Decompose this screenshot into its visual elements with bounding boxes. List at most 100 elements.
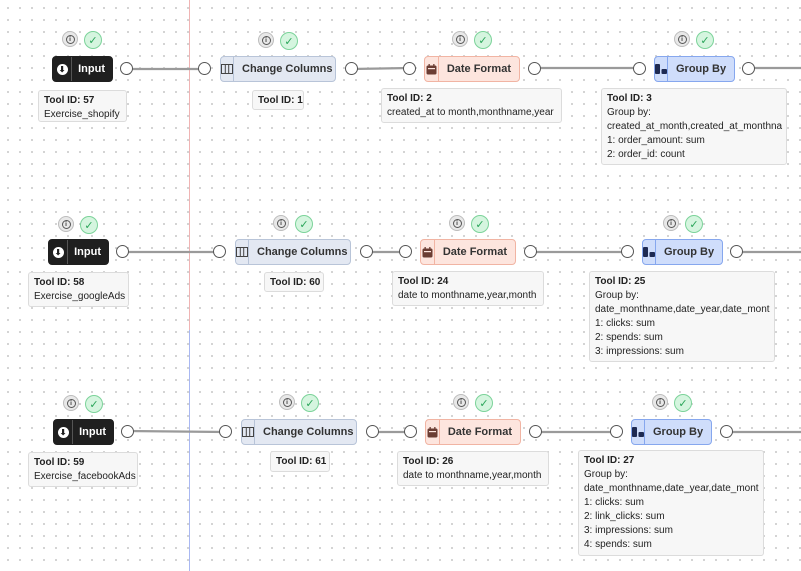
date-format-output-port[interactable] <box>524 245 537 258</box>
group-by-output-port[interactable] <box>720 425 733 438</box>
info-icon[interactable]: i <box>652 394 668 410</box>
change-columns-input-port[interactable] <box>213 245 226 258</box>
info-icon[interactable]: i <box>449 215 465 231</box>
tool-info-line: 2: order_id: count <box>607 149 685 160</box>
input-status: i ✓ <box>58 216 98 234</box>
date-format-output-port[interactable] <box>528 62 541 75</box>
tool-info-line: 3: impressions: sum <box>595 346 684 357</box>
date-format-input-port[interactable] <box>403 62 416 75</box>
canvas-guide-line-blue <box>189 330 190 571</box>
tool-info-lines: created_at to month,monthname,year <box>387 106 556 120</box>
calendar-icon <box>421 240 434 264</box>
tool-info-line: 1: clicks: sum <box>584 497 645 508</box>
tool-info-line: 2: link_clicks: sum <box>584 511 665 522</box>
group-by-input-port[interactable] <box>633 62 646 75</box>
info-icon[interactable]: i <box>273 215 289 231</box>
tool-info-line: Group by: <box>607 107 651 118</box>
tool-info-box: Tool ID: 60 <box>264 272 324 292</box>
check-icon: ✓ <box>685 215 703 233</box>
group-by-output-port[interactable] <box>742 62 755 75</box>
info-icon[interactable]: i <box>452 31 468 47</box>
change-columns-output-port[interactable] <box>345 62 358 75</box>
check-icon: ✓ <box>85 395 103 413</box>
input-node[interactable]: ⬇ Input <box>52 56 113 82</box>
info-icon[interactable]: i <box>63 395 79 411</box>
check-icon: ✓ <box>295 215 313 233</box>
connection-edge <box>126 429 226 434</box>
check-icon: ✓ <box>84 31 102 49</box>
date-format-node[interactable]: Date Format <box>424 56 520 82</box>
tool-info-line: date_monthname,date_year,date_mont <box>595 304 770 315</box>
tool-info-lines: date to monthname,year,month <box>403 469 543 483</box>
tool-info-box: Tool ID: 59 Exercise_facebookAds <box>28 452 138 487</box>
change-columns-node[interactable]: Change Columns <box>220 56 336 82</box>
input-output-port[interactable] <box>121 425 134 438</box>
input-output-port[interactable] <box>120 62 133 75</box>
date-format-input-port[interactable] <box>404 425 417 438</box>
info-icon[interactable]: i <box>279 394 295 410</box>
change-columns-output-port[interactable] <box>366 425 379 438</box>
tool-info-box: Tool ID: 24 date to monthname,year,month <box>392 271 544 306</box>
date-format-node[interactable]: Date Format <box>420 239 516 265</box>
tool-info-box: Tool ID: 25 Group by:date_monthname,date… <box>589 271 775 362</box>
date-format-input-port[interactable] <box>399 245 412 258</box>
tool-info-lines: date to monthname,year,month <box>398 289 538 303</box>
change-columns-node[interactable]: Change Columns <box>241 419 357 445</box>
tool-info-line: 1: clicks: sum <box>595 318 656 329</box>
check-icon: ✓ <box>474 31 492 49</box>
calendar-icon <box>426 420 439 444</box>
tool-info-box: Tool ID: 61 <box>270 451 330 472</box>
info-icon[interactable]: i <box>453 394 469 410</box>
check-icon: ✓ <box>80 216 98 234</box>
tool-info-line: date to monthname,year,month <box>398 290 537 301</box>
group-by-status: i ✓ <box>663 215 703 233</box>
tool-info-lines: Group by: date_monthname,date_year,date_m… <box>584 468 759 552</box>
date-format-output-port[interactable] <box>529 425 542 438</box>
input-node[interactable]: ⬇ Input <box>53 419 114 445</box>
tool-info-line: 3: impressions: sum <box>584 525 673 536</box>
tool-info-line: date to monthname,year,month <box>403 470 542 481</box>
group-by-status: i ✓ <box>652 394 692 412</box>
group-by-input-port[interactable] <box>621 245 634 258</box>
tool-info-line: 1: order_amount: sum <box>607 135 705 146</box>
group-by-node[interactable]: Group By <box>642 239 723 265</box>
connection-edge <box>350 66 410 71</box>
canvas-guide-line <box>189 0 190 330</box>
info-icon[interactable]: i <box>674 31 690 47</box>
download-circle-icon: ⬇ <box>49 240 67 264</box>
info-icon[interactable]: i <box>58 216 74 232</box>
tool-info-line: Group by: <box>595 290 639 301</box>
change-columns-input-port[interactable] <box>219 425 232 438</box>
tool-info-box: Tool ID: 27 Group by:date_monthname,date… <box>578 450 764 556</box>
group-by-status: i ✓ <box>674 31 714 49</box>
group-by-node[interactable]: Group By <box>654 56 735 82</box>
tool-info-lines: Group by: date_monthname,date_year,date_m… <box>595 289 770 359</box>
group-by-node[interactable]: Group By <box>631 419 712 445</box>
group-by-output-port[interactable] <box>730 245 743 258</box>
info-icon[interactable]: i <box>663 215 679 231</box>
tool-info-line: Group by: <box>584 469 628 480</box>
columns-icon <box>221 57 233 81</box>
group-by-input-port[interactable] <box>610 425 623 438</box>
input-node[interactable]: ⬇ Input <box>48 239 109 265</box>
tool-info-box: Tool ID: 57 Exercise_shopify <box>38 90 127 122</box>
columns-icon <box>236 240 248 264</box>
tool-info-box: Tool ID: 26 date to monthname,year,month <box>397 451 549 486</box>
input-output-port[interactable] <box>116 245 129 258</box>
tool-info-box: Tool ID: 58 Exercise_googleAds <box>28 272 129 307</box>
tool-info-line: created_at_month,created_at_monthna <box>607 121 783 132</box>
change-columns-input-port[interactable] <box>198 62 211 75</box>
change-columns-output-port[interactable] <box>360 245 373 258</box>
columns-icon <box>242 420 254 444</box>
info-icon[interactable]: i <box>258 32 274 48</box>
tool-info-line: date_monthname,date_year,date_mont <box>584 483 759 494</box>
date-format-node[interactable]: Date Format <box>425 419 521 445</box>
change-columns-node[interactable]: Change Columns <box>235 239 351 265</box>
input-status: i ✓ <box>62 31 102 49</box>
info-icon[interactable]: i <box>62 31 78 47</box>
change-columns-status: i ✓ <box>279 394 319 412</box>
group-by-icon <box>655 57 667 81</box>
tool-info-line: created_at to month,monthname,year <box>387 107 554 118</box>
change-columns-status: i ✓ <box>273 215 313 233</box>
date-format-status: i ✓ <box>453 394 493 412</box>
